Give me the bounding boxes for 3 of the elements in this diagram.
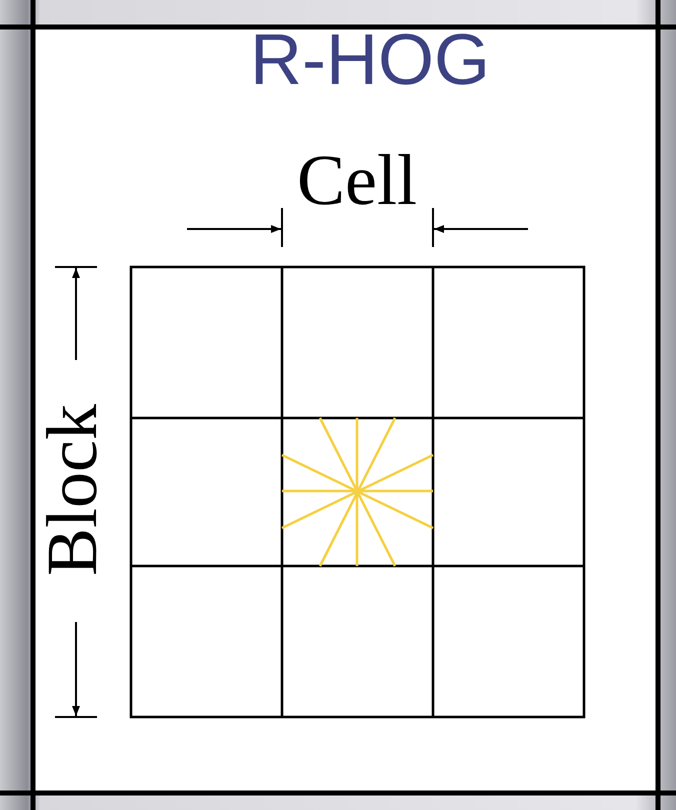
dimension-label: Block [32,404,112,576]
dimension-label: Cell [297,140,417,220]
diagram-title: R-HOG [249,19,491,102]
